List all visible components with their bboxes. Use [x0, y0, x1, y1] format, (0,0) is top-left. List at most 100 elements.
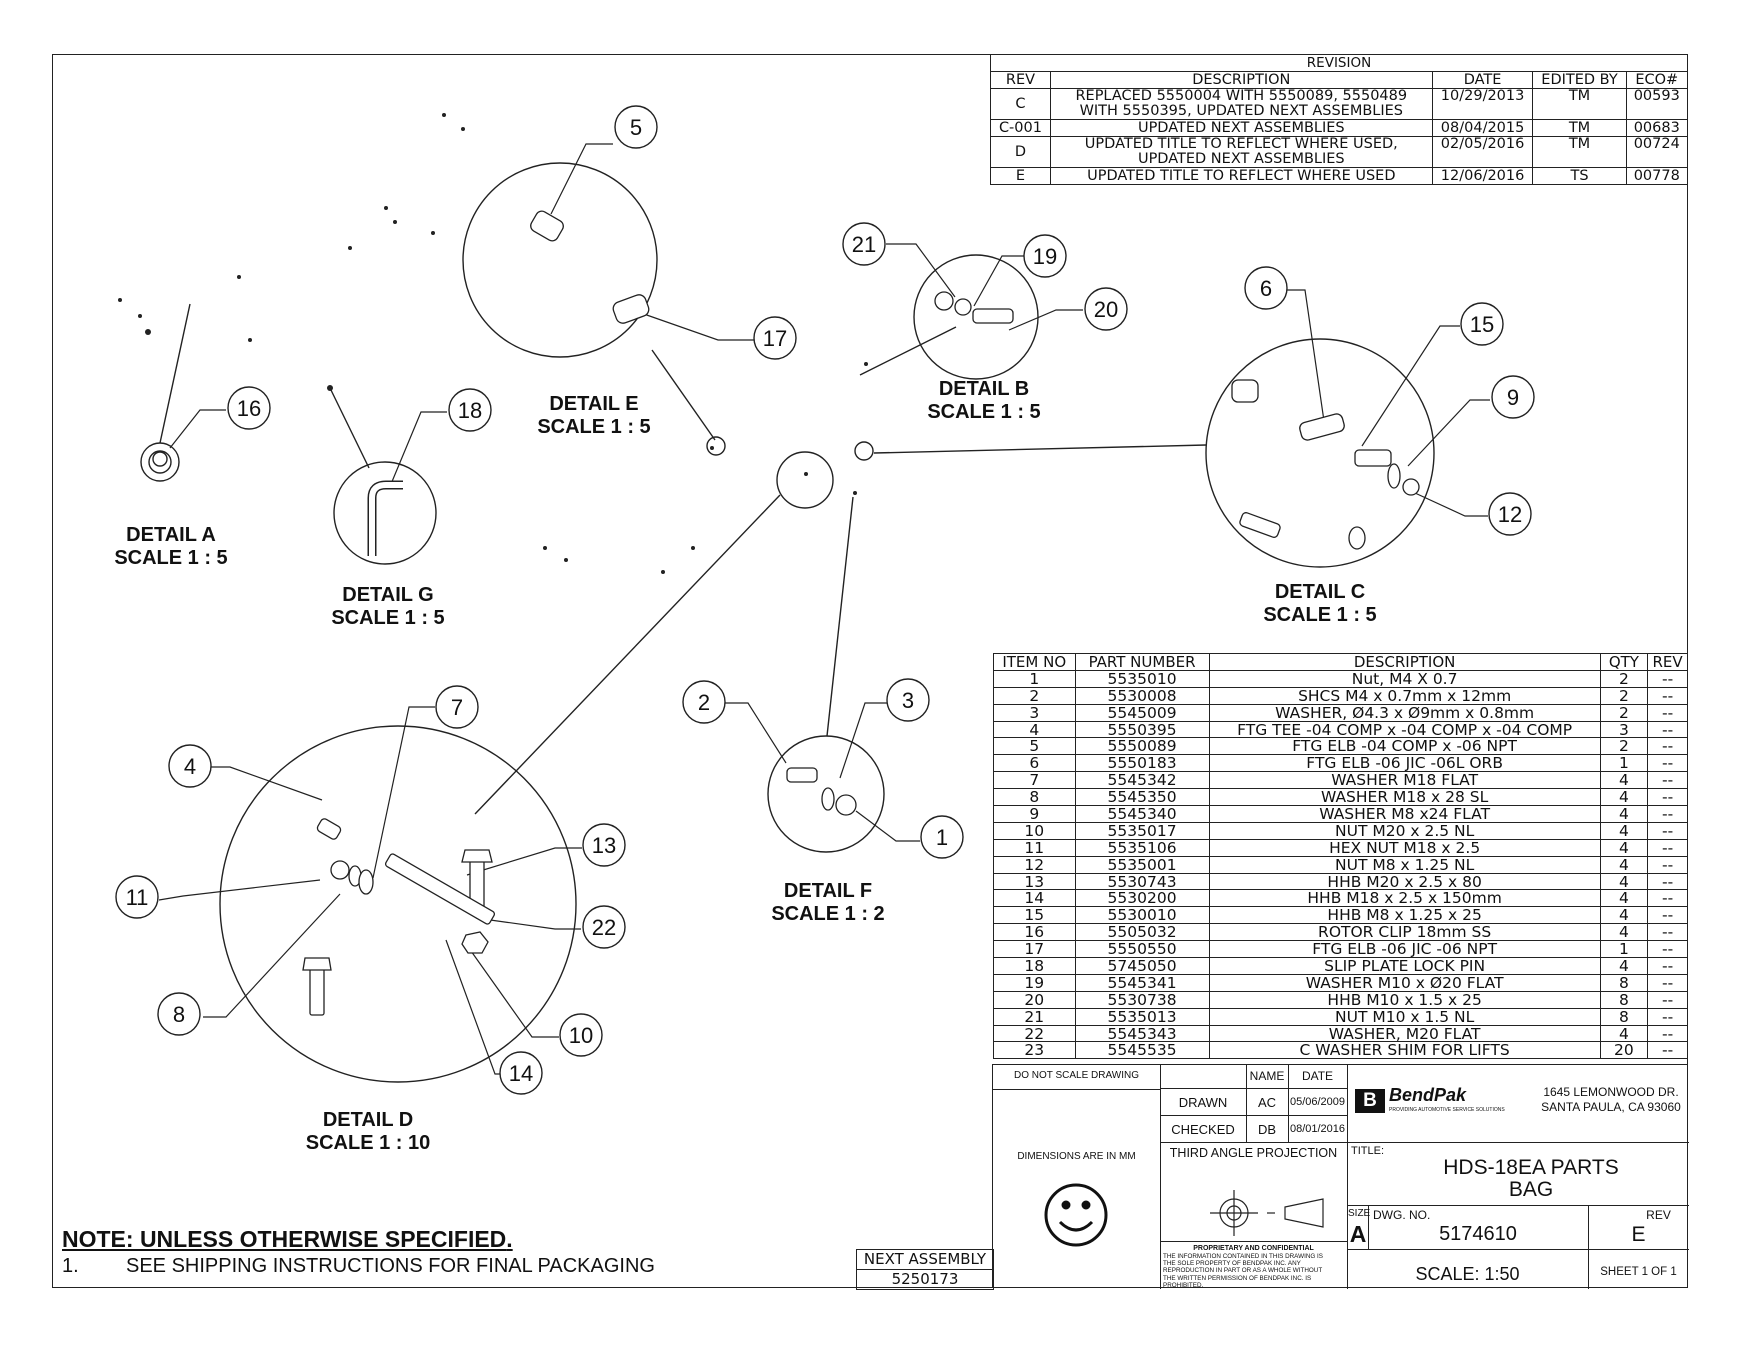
title-label: TITLE:	[1351, 1145, 1385, 1157]
bom-cell: 17	[993, 940, 1076, 959]
bom-cell: 5545342	[1074, 771, 1210, 790]
revision-cell: TM	[1532, 119, 1627, 137]
bom-cell: SLIP PLATE LOCK PIN	[1208, 957, 1601, 975]
next-assembly-value: 5250173	[891, 1270, 959, 1288]
bom-cell: --	[1647, 720, 1688, 739]
bom-cell: 2	[1599, 703, 1649, 722]
bom-cell: ROTOR CLIP 18mm SS	[1208, 923, 1601, 942]
balloon-callout	[227, 386, 271, 430]
bom-cell: 5545350	[1074, 788, 1210, 807]
balloon-callout	[582, 905, 626, 949]
sheet-number: SHEET 1 OF 1	[1600, 1266, 1677, 1278]
bom-cell: 16	[993, 923, 1076, 942]
balloon-callout-number: 16	[237, 396, 261, 421]
bom-cell: 12	[993, 855, 1076, 874]
revision-cell: TS	[1532, 167, 1627, 185]
sheet-size: A	[1349, 1221, 1367, 1247]
bom-cell: --	[1647, 1024, 1688, 1043]
bom-cell: WASHER M8 x24 FLAT	[1208, 805, 1601, 823]
size-label: SIZE	[1348, 1208, 1371, 1219]
revision-cell: D	[990, 136, 1051, 168]
elbow-fitting-5	[530, 210, 564, 242]
bom-cell: 7	[993, 771, 1076, 790]
next-assembly-label: NEXT ASSEMBLY	[857, 1250, 993, 1270]
balloon-callout	[1488, 492, 1532, 536]
bom-cell: 5545343	[1074, 1024, 1210, 1043]
bom-cell: Nut, M4 X 0.7	[1208, 669, 1601, 688]
balloon-callout	[886, 678, 930, 722]
revision-cell: 10/29/2013	[1431, 88, 1534, 120]
balloon-callout	[559, 1013, 603, 1057]
bom-cell: 20	[1599, 1041, 1649, 1060]
bom-cell: 5745050	[1074, 957, 1210, 975]
nut-11	[330, 860, 350, 880]
bom-cell: --	[1647, 754, 1688, 773]
proprietary-text: THE INFORMATION CONTAINED IN THIS DRAWIN…	[1163, 1253, 1345, 1289]
bom-cell: --	[1647, 923, 1688, 942]
bom-cell: --	[1647, 940, 1688, 959]
balloon-callout-number: 1	[936, 825, 948, 850]
balloon-callout	[115, 875, 159, 919]
bom-cell: 20	[993, 990, 1076, 1009]
bom-cell: 11	[993, 838, 1076, 857]
bom-cell: WASHER M10 x Ø20 FLAT	[1208, 973, 1601, 992]
bom-cell: WASHER M18 x 28 SL	[1208, 788, 1601, 807]
address-line-2: SANTA PAULA, CA 93060	[1541, 1100, 1681, 1114]
bom-cell: 5550089	[1074, 737, 1210, 756]
washer-c2	[1348, 526, 1366, 550]
revision-cell: 12/06/2016	[1431, 167, 1534, 185]
bom-cell: 5	[993, 737, 1076, 756]
company-logo: BendPak	[1389, 1085, 1467, 1105]
bom-cell: --	[1647, 855, 1688, 874]
balloon-callout	[448, 388, 492, 432]
bendpak-logo-icon: B	[1355, 1089, 1385, 1113]
bom-cell: 15	[993, 906, 1076, 925]
bom-cell: 4	[1599, 855, 1649, 874]
nut-12	[1402, 478, 1420, 496]
dwg-no-label: DWG. NO.	[1373, 1208, 1431, 1222]
bom-cell: 8	[1599, 990, 1649, 1009]
washer-7	[358, 869, 374, 895]
bom-header: PART NUMBER	[1074, 653, 1210, 671]
bom-cell: 5545009	[1074, 703, 1210, 722]
balloon-callout-number: 13	[592, 833, 616, 858]
bom-cell: 3	[1599, 720, 1649, 739]
proprietary-text-line: REPRODUCTION IN PART OR AS A WHOLE WITHO…	[1163, 1267, 1323, 1275]
bom-cell: --	[1647, 906, 1688, 925]
bom-cell: 3	[993, 703, 1076, 722]
bom-cell: 4	[993, 720, 1076, 739]
lock-pin-18	[367, 480, 403, 556]
bom-header: ITEM NO	[993, 653, 1076, 671]
washer-9	[1387, 463, 1401, 489]
bom-cell: 5505032	[1074, 923, 1210, 942]
bom-cell: SHCS M4 x 0.7mm x 12mm	[1208, 686, 1601, 705]
note-number: 1.	[62, 1255, 79, 1277]
bom-cell: 5535013	[1074, 1007, 1210, 1026]
bom-cell: --	[1647, 821, 1688, 840]
bom-cell: 19	[993, 973, 1076, 992]
bom-cell: --	[1647, 990, 1688, 1009]
balloon-callout	[499, 1051, 543, 1095]
bom-cell: 2	[1599, 669, 1649, 688]
bolt-c2	[1239, 512, 1281, 538]
bom-cell: 8	[1599, 1007, 1649, 1026]
nut-10	[461, 931, 489, 954]
drawn-name: AC	[1257, 1095, 1277, 1110]
bom-cell: --	[1647, 973, 1688, 992]
bom-cell: 4	[1599, 957, 1649, 975]
revision-header: DESCRIPTION	[1049, 71, 1433, 89]
bom-cell: 5535017	[1074, 821, 1210, 840]
revision-cell: 02/05/2016	[1431, 136, 1534, 168]
bolt-d2	[309, 964, 325, 1016]
